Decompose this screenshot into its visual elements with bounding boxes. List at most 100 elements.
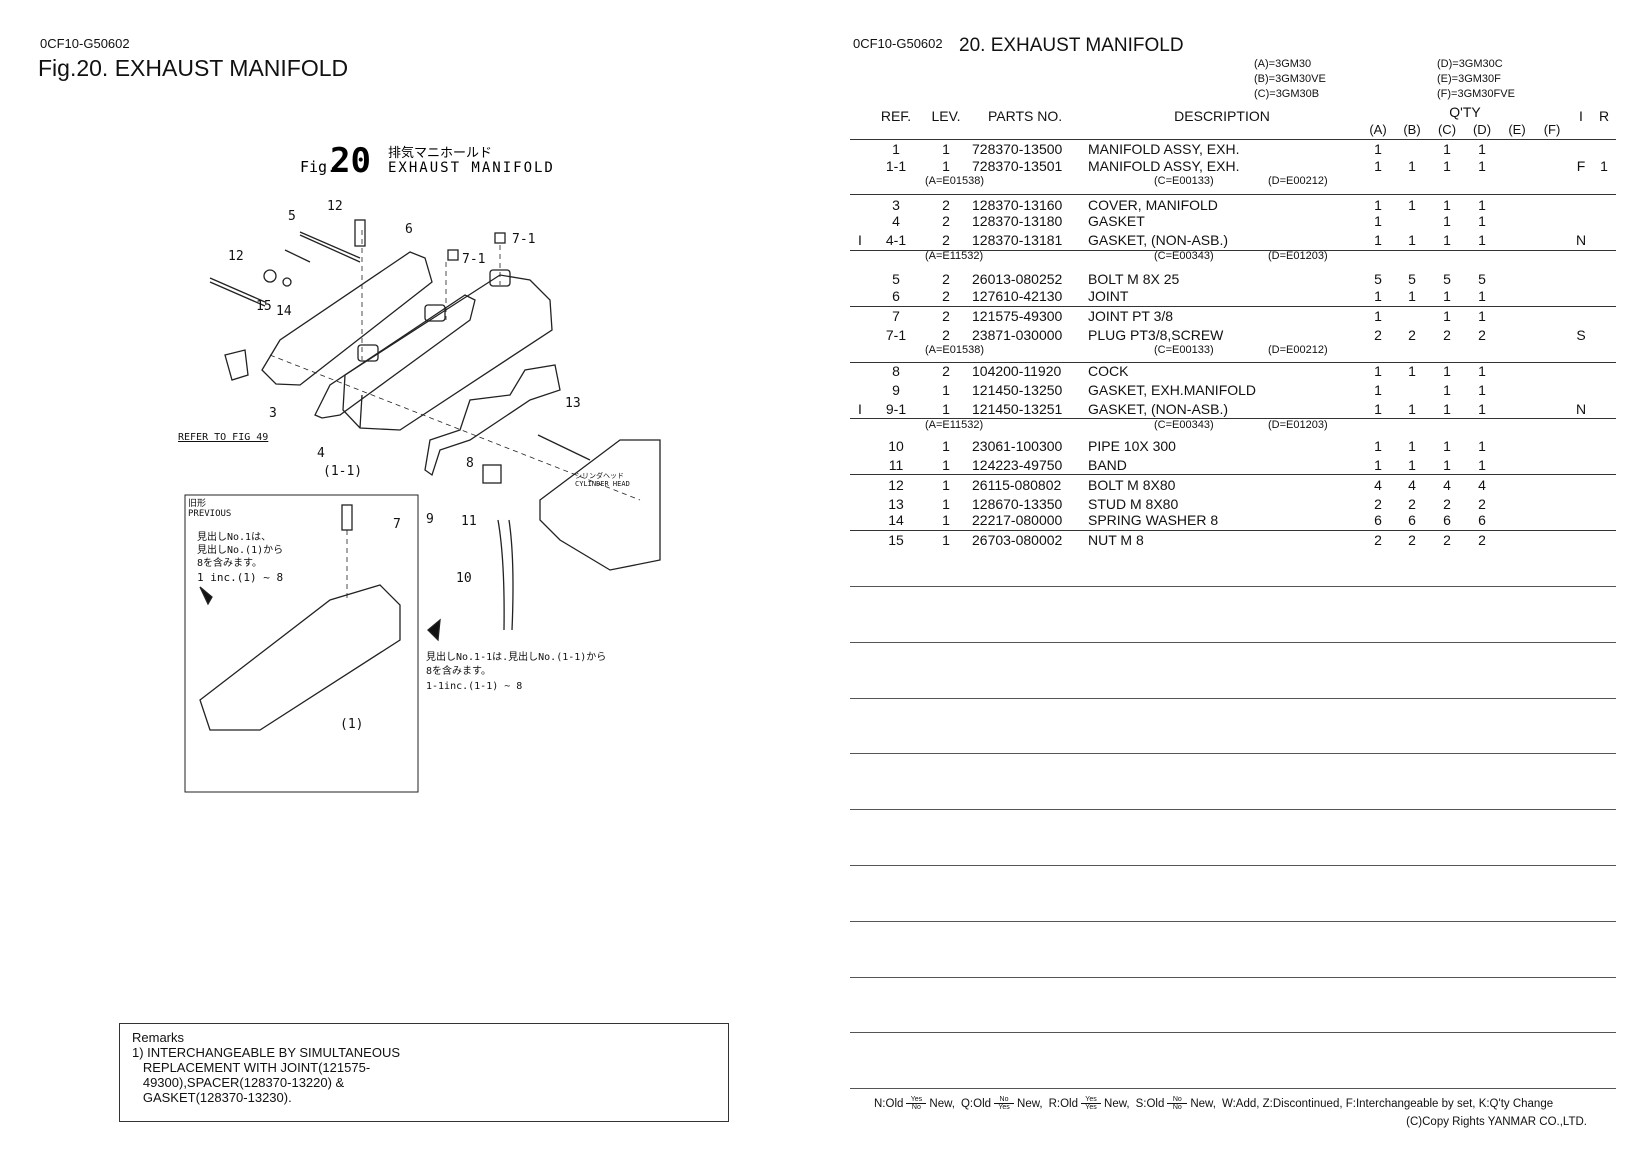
serial-note: (D=E00212) (1268, 344, 1328, 356)
lev-cell: 1 (942, 496, 950, 512)
header-qty-col: (B) (1403, 122, 1421, 137)
previous-note-line: 8を含みます。 (197, 556, 262, 569)
double-arrow-icon (994, 1103, 1015, 1104)
model-c: (C)=3GM30B (1254, 88, 1320, 100)
qty-cell: 6 (1408, 512, 1416, 528)
callout-7-1b: 7-1 (462, 252, 485, 267)
callout-11: 11 (461, 514, 477, 529)
description-cell: JOINT (1088, 288, 1129, 304)
qty-cell: 1 (1374, 197, 1382, 213)
group-divider (850, 306, 1616, 307)
ref-cell: 5 (892, 271, 900, 287)
header-r: R (1598, 108, 1610, 124)
qty-cell: 1 (1374, 308, 1382, 324)
ref-cell: 10 (888, 438, 904, 454)
ref-cell: 7 (892, 308, 900, 324)
qty-cell: 1 (1478, 141, 1486, 157)
empty-row-line (850, 586, 1616, 587)
callout-6: 6 (405, 222, 413, 237)
ref-cell: 6 (892, 288, 900, 304)
qty-cell: 1 (1443, 457, 1451, 473)
part-number-cell: 728370-13500 (972, 141, 1063, 157)
part-number-cell: 26115-080802 (972, 477, 1062, 493)
double-arrow-icon (906, 1103, 927, 1104)
qty-cell: 2 (1478, 496, 1486, 512)
remarks-line: REPLACEMENT WITH JOINT(121575- (132, 1060, 371, 1075)
serial-note: (D=E00212) (1268, 175, 1328, 187)
qty-cell: 1 (1478, 232, 1486, 248)
remarks-line: GASKET(128370-13230). (132, 1090, 292, 1105)
lev-cell: 1 (942, 158, 950, 174)
qty-cell: 1 (1408, 438, 1416, 454)
exploded-parts-diagram: Fig. 20 排気マニホールド EXHAUST MANIFOLD (178, 141, 661, 793)
model-d: (D)=3GM30C (1437, 58, 1503, 70)
change-mark: I (858, 401, 862, 417)
qty-cell: 1 (1478, 308, 1486, 324)
description-cell: SPRING WASHER 8 (1088, 512, 1219, 528)
group-divider (850, 530, 1616, 531)
remarks-line: 1) INTERCHANGEABLE BY SIMULTANEOUS (132, 1045, 401, 1060)
qty-cell: 1 (1443, 288, 1451, 304)
qty-cell: 2 (1408, 496, 1416, 512)
legend-arrow-bottom: Yes (1085, 1104, 1097, 1111)
cylinder-head-jp: シリンダヘッド (575, 471, 624, 480)
serial-note: (A=E11532) (925, 250, 984, 262)
header-qty-col: (A) (1369, 122, 1387, 137)
empty-row-line (850, 920, 1616, 922)
lev-cell: 1 (942, 141, 950, 157)
legend-after: New, (929, 1097, 955, 1110)
callout-10: 10 (456, 571, 472, 586)
model-a: (A)=3GM30 (1254, 58, 1312, 70)
interchange-code: S (1576, 327, 1586, 343)
lev-cell: 2 (942, 197, 950, 213)
group-divider (850, 250, 1616, 251)
double-arrow-icon (1081, 1103, 1102, 1104)
part-number-cell: 121575-49300 (972, 308, 1063, 324)
qty-cell: 1 (1478, 438, 1486, 454)
lev-cell: 1 (942, 457, 950, 473)
doc-code: 0CF10-G50602 (40, 36, 130, 51)
group-divider (850, 418, 1616, 419)
qty-cell: 2 (1374, 532, 1382, 548)
note-1-1-line: 1-1inc.(1-1) ~ 8 (426, 681, 522, 692)
ref-cell: 7-1 (885, 327, 907, 343)
remarks-box: Remarks 1) INTERCHANGEABLE BY SIMULTANEO… (119, 1023, 729, 1122)
qty-cell: 4 (1478, 477, 1486, 493)
qty-cell: 6 (1478, 512, 1486, 528)
qty-cell: 1 (1443, 197, 1451, 213)
fig-title-jp: 排気マニホールド (388, 145, 492, 161)
section-title: 20. EXHAUST MANIFOLD (959, 35, 1184, 56)
qty-cell: 1 (1478, 158, 1486, 174)
qty-cell: 1 (1374, 363, 1382, 379)
diagram-callouts: 12 5 6 7-1 7-1 12 15 14 3 REFER TO FIG 4… (178, 199, 630, 732)
description-cell: JOINT PT 3/8 (1088, 308, 1174, 324)
fig-title-en: EXHAUST MANIFOLD (388, 160, 555, 176)
qty-cell: 1 (1478, 213, 1486, 229)
qty-cell: 4 (1408, 477, 1416, 493)
ref-cell: 14 (888, 512, 904, 528)
part-number-cell: 128370-13160 (972, 197, 1063, 213)
ref-cell: 11 (888, 457, 904, 473)
callout-14: 14 (276, 304, 292, 319)
description-cell: BOLT M 8X80 (1088, 477, 1176, 493)
callout-12b: 12 (228, 249, 244, 264)
qty-cell: 2 (1478, 327, 1486, 343)
qty-cell: 1 (1408, 363, 1416, 379)
serial-note: (C=E00133) (1154, 175, 1214, 187)
ref-cell: 15 (888, 532, 904, 548)
ref-cell: 13 (888, 496, 904, 512)
empty-row-line (850, 976, 1616, 978)
change-mark: I (858, 232, 862, 248)
serial-note: (D=E01203) (1268, 250, 1328, 262)
header-ref: REF. (880, 108, 912, 124)
qty-cell: 1 (1478, 363, 1486, 379)
header-i: I (1579, 108, 1583, 124)
legend-code: S:Old (1135, 1097, 1165, 1110)
lev-cell: 1 (942, 477, 950, 493)
callout-1: (1) (340, 717, 363, 732)
header-qty: Q'TY (1449, 104, 1481, 120)
part-number-cell: 128370-13181 (972, 232, 1063, 248)
